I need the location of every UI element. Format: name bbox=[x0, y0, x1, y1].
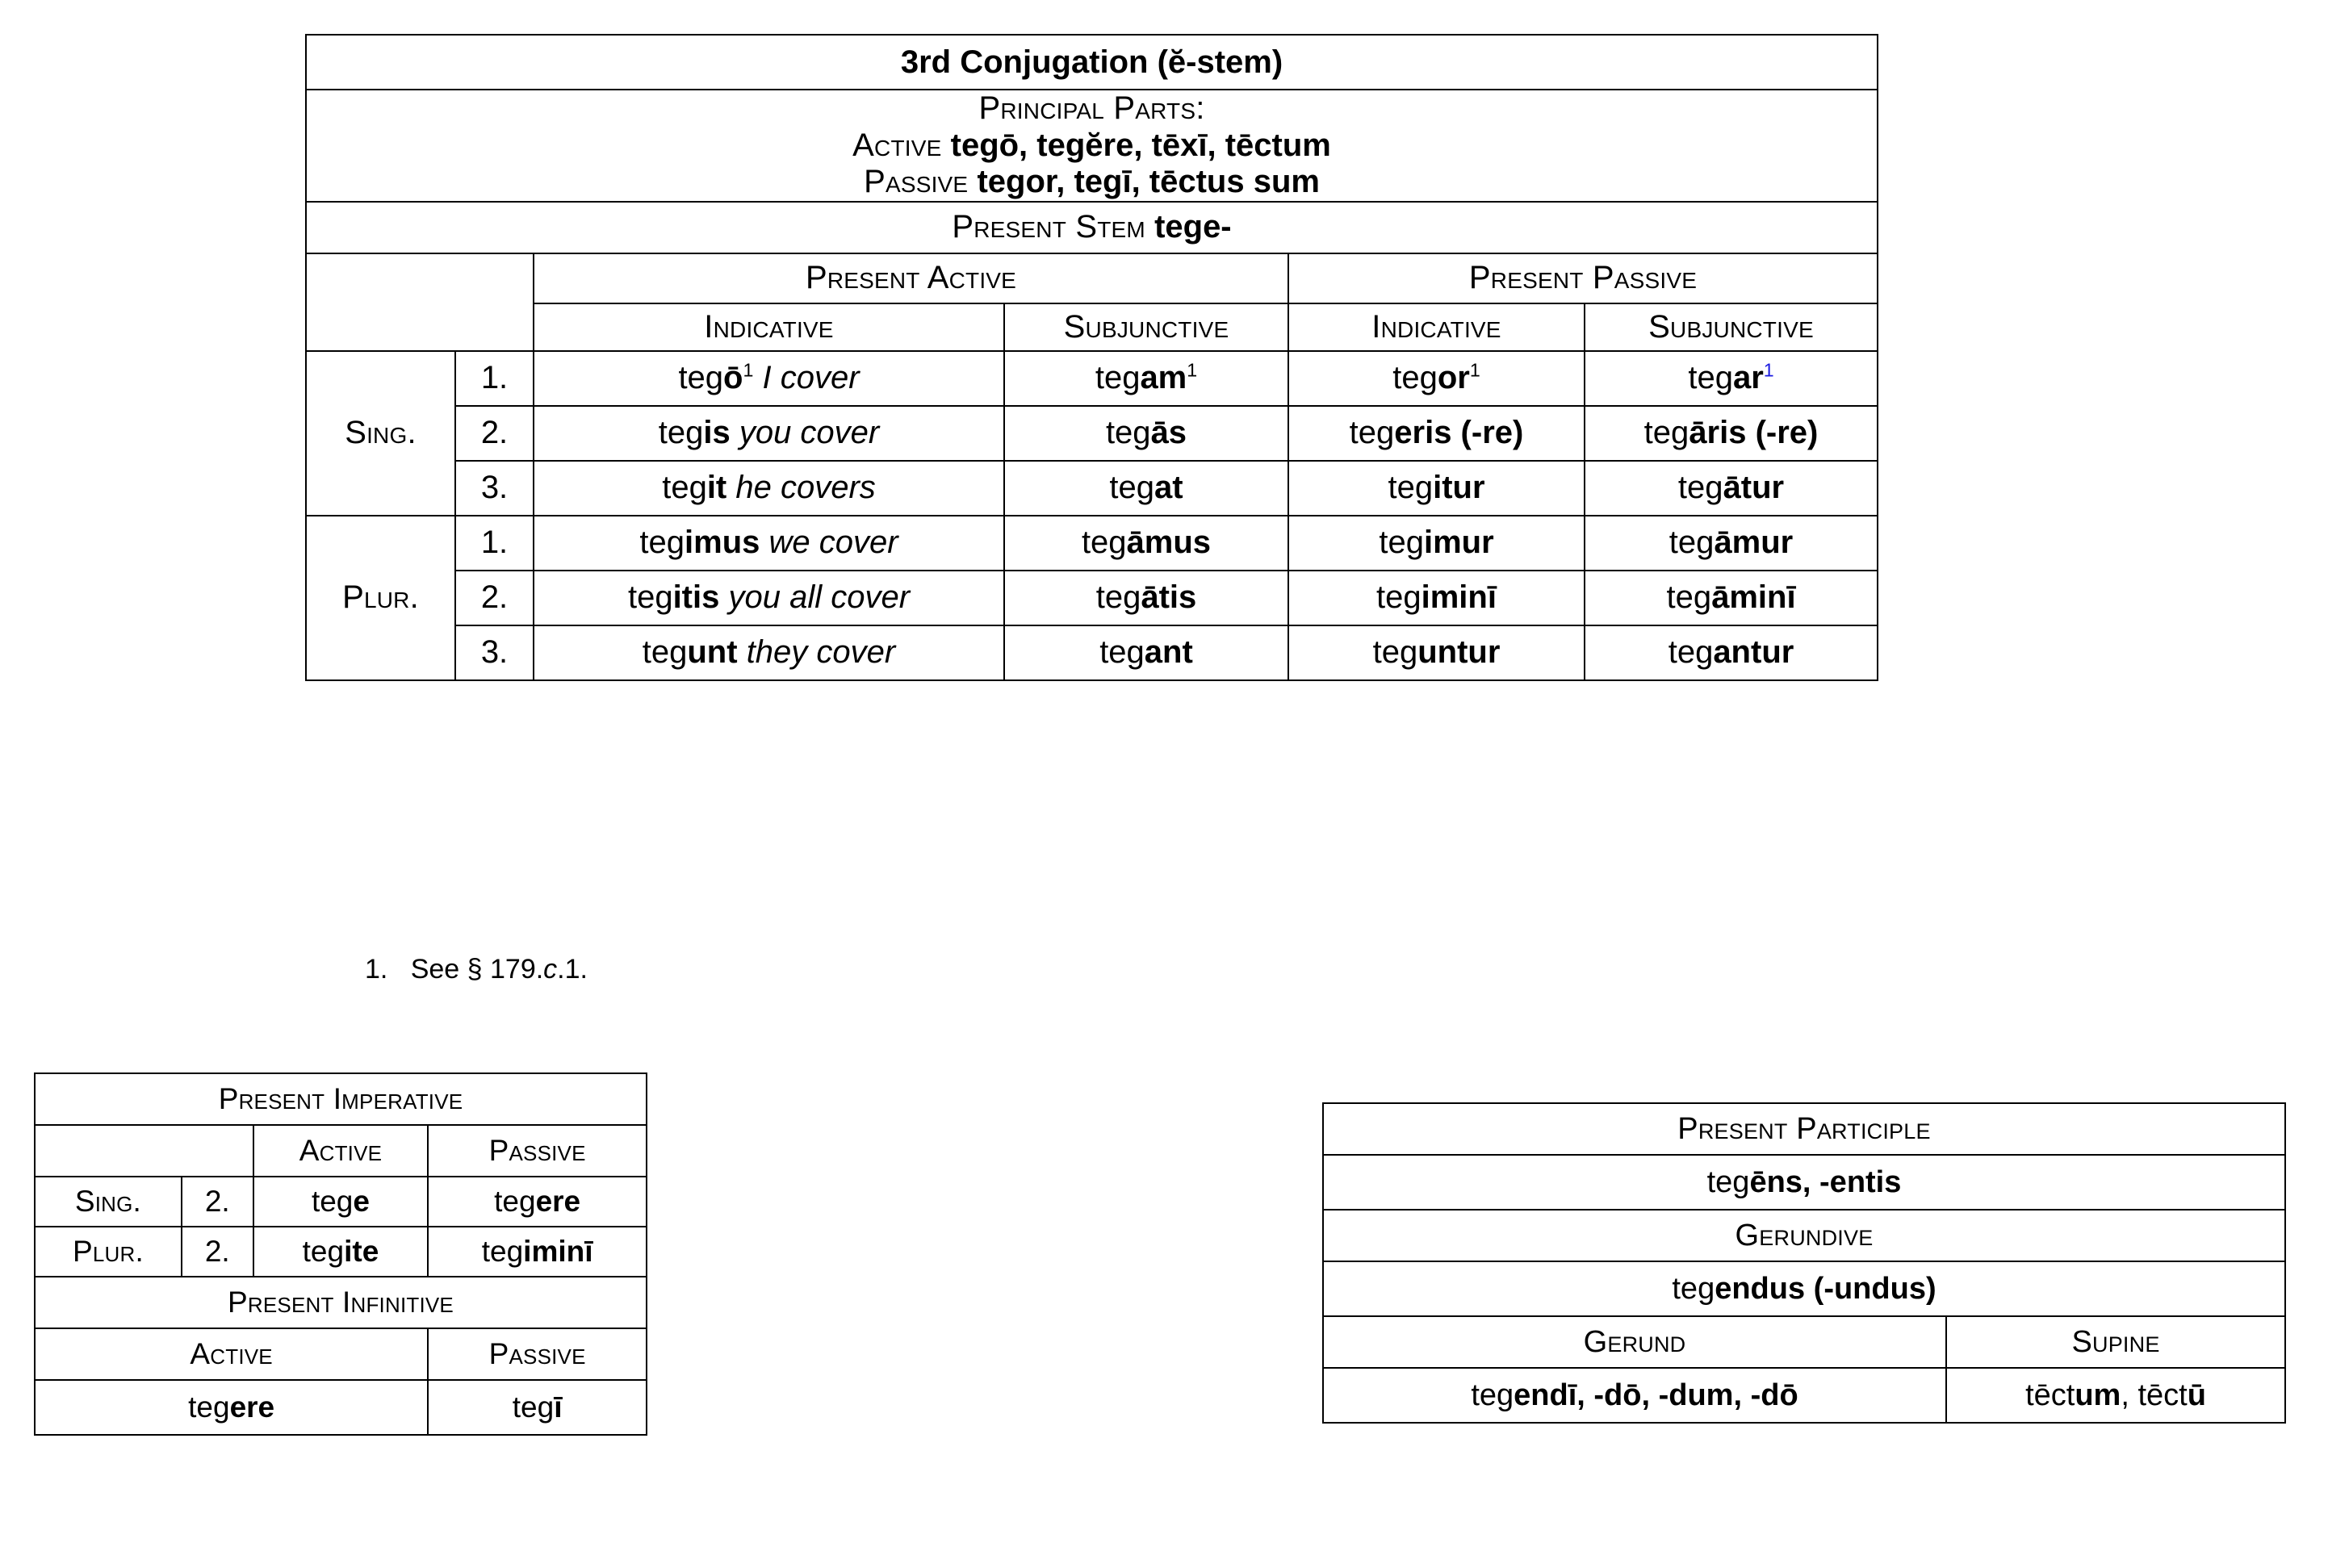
cell-passive-subjunctive: tegāris (-re) bbox=[1583, 404, 1879, 462]
cell-active-indicative: tegunt they cover bbox=[533, 624, 1005, 681]
participle-title: Present Participle bbox=[1322, 1102, 2286, 1156]
cell-infinitive-active: tegere bbox=[33, 1379, 429, 1436]
principal-parts-active: Active tegō, tegĕre, tēxī, tēctum bbox=[307, 128, 1877, 165]
mood-header-active-subjunctive: Subjunctive bbox=[1003, 302, 1289, 352]
person-label: 2. bbox=[454, 404, 534, 462]
voice-header-active: Present Active bbox=[533, 252, 1289, 304]
passive-label: Passive bbox=[864, 164, 969, 200]
table-row: 2. tegitis you all cover tegātis tegimin… bbox=[306, 569, 1879, 626]
present-stem-label: Present Stem bbox=[952, 209, 1145, 245]
table-row: 3. tegit he covers tegat tegitur tegātur bbox=[306, 459, 1879, 516]
cell-active-indicative: tegimus we cover bbox=[533, 514, 1005, 571]
cell-active-indicative: tegō1 I cover bbox=[533, 349, 1005, 407]
imperative-header-active: Active bbox=[252, 1124, 429, 1177]
cell-active-indicative: tegit he covers bbox=[533, 459, 1005, 516]
participle-gerund-table: Present Participle tegēns, -entis Gerund… bbox=[1322, 1102, 2286, 1424]
imperative-infinitive-table: Present Imperative Active Passive Sing. … bbox=[33, 1073, 647, 1436]
cell-active-subjunctive: tegāmus bbox=[1003, 514, 1289, 571]
cell-imperative-passive: tegiminī bbox=[427, 1226, 647, 1277]
cell-gerundive: tegendus (-undus) bbox=[1322, 1261, 2286, 1317]
infinitive-header-active: Active bbox=[33, 1328, 429, 1381]
cell-passive-subjunctive: tegāmur bbox=[1583, 514, 1879, 571]
passive-forms: tegor, tegī, tēctus sum bbox=[977, 164, 1320, 200]
footnote-italic-part: c bbox=[543, 954, 558, 985]
present-stem-row: Present Stem tege- bbox=[304, 200, 1879, 254]
mood-header-passive-subjunctive: Subjunctive bbox=[1583, 302, 1879, 352]
cell-active-indicative: tegitis you all cover bbox=[533, 569, 1005, 626]
imperative-title: Present Imperative bbox=[34, 1073, 647, 1126]
cell-active-subjunctive: tegās bbox=[1003, 404, 1289, 462]
cell-passive-indicative: teguntur bbox=[1288, 624, 1585, 681]
cell-active-subjunctive: tegat bbox=[1003, 459, 1289, 516]
footnote: 1. See § 179.c.1. bbox=[365, 954, 588, 985]
main-conjugation-table: 3rd Conjugation (ĕ-stem) Principal Parts… bbox=[304, 34, 1879, 681]
cell-gerund: tegendī, -dō, -dum, -dō bbox=[1322, 1367, 1947, 1424]
cell-passive-subjunctive: tegāminī bbox=[1583, 569, 1879, 626]
imperative-number-plural: Plur. bbox=[34, 1226, 182, 1277]
number-label-plural: Plur. bbox=[305, 514, 456, 681]
table-title: 3rd Conjugation (ĕ-stem) bbox=[304, 34, 1879, 90]
cell-active-subjunctive: tegātis bbox=[1003, 569, 1289, 626]
voice-header-passive: Present Passive bbox=[1287, 252, 1879, 304]
cell-present-participle: tegēns, -entis bbox=[1322, 1154, 2286, 1210]
cell-active-subjunctive: tegant bbox=[1003, 624, 1289, 681]
person-label: 1. bbox=[454, 349, 534, 407]
cell-passive-indicative: tegor1 bbox=[1288, 349, 1585, 407]
cell-active-subjunctive: tegam1 bbox=[1003, 349, 1289, 407]
table-row: Sing. 2. tege tegere bbox=[34, 1176, 647, 1227]
cell-passive-indicative: tegiminī bbox=[1288, 569, 1585, 626]
table-row: 3. tegunt they cover tegant teguntur teg… bbox=[306, 624, 1879, 681]
gerund-title: Gerund bbox=[1322, 1315, 1947, 1369]
present-stem-value: tege- bbox=[1154, 209, 1232, 245]
cell-passive-indicative: tegitur bbox=[1288, 459, 1585, 516]
principal-parts-block: Principal Parts: Active tegō, tegĕre, tē… bbox=[304, 89, 1879, 203]
cell-passive-subjunctive: tegātur bbox=[1583, 459, 1879, 516]
principal-parts-passive: Passive tegor, tegī, tēctus sum bbox=[307, 164, 1877, 201]
table-row: 2. tegis you cover tegās tegeris (-re) t… bbox=[306, 404, 1879, 462]
person-label: 2. bbox=[454, 569, 534, 626]
table-row: Plur. 1. tegimus we cover tegāmus tegimu… bbox=[305, 514, 1879, 681]
infinitive-header-passive: Passive bbox=[427, 1328, 647, 1381]
person-label: 3. bbox=[454, 624, 534, 681]
cell-imperative-active: tege bbox=[252, 1176, 429, 1227]
cell-passive-subjunctive: tegantur bbox=[1583, 624, 1879, 681]
infinitive-title: Present Infinitive bbox=[34, 1276, 647, 1329]
supine-title: Supine bbox=[1945, 1315, 2286, 1369]
cell-passive-subjunctive: tegar1 bbox=[1583, 349, 1879, 407]
imperative-corner-spacer bbox=[34, 1124, 254, 1177]
cell-imperative-passive: tegere bbox=[427, 1176, 647, 1227]
footnote-marker: 1. bbox=[365, 954, 388, 985]
cell-passive-indicative: tegimur bbox=[1288, 514, 1585, 571]
cell-supine: tēctum, tēctū bbox=[1945, 1367, 2286, 1424]
cell-infinitive-passive: tegī bbox=[427, 1379, 647, 1436]
principal-parts-label: Principal Parts: bbox=[978, 90, 1205, 126]
imperative-person: 2. bbox=[180, 1226, 254, 1277]
mood-header-passive-indicative: Indicative bbox=[1288, 302, 1585, 352]
cell-imperative-active: tegite bbox=[252, 1226, 429, 1277]
active-label: Active bbox=[852, 127, 942, 163]
mood-header-active-indicative: Indicative bbox=[533, 302, 1005, 352]
imperative-header-passive: Passive bbox=[427, 1124, 647, 1177]
table-row: Plur. 2. tegite tegiminī bbox=[34, 1226, 647, 1277]
table-row: Sing. 1. tegō1 I cover tegam1 tegor1 teg… bbox=[305, 349, 1879, 516]
active-forms: tegō, tegĕre, tēxī, tēctum bbox=[950, 127, 1331, 163]
person-label: 3. bbox=[454, 459, 534, 516]
person-label: 1. bbox=[454, 514, 534, 571]
imperative-person: 2. bbox=[180, 1176, 254, 1227]
cell-active-indicative: tegis you cover bbox=[533, 404, 1005, 462]
imperative-number-singular: Sing. bbox=[34, 1176, 182, 1227]
gerundive-title: Gerundive bbox=[1322, 1209, 2286, 1262]
corner-spacer bbox=[305, 252, 534, 352]
number-label-singular: Sing. bbox=[305, 349, 456, 516]
cell-passive-indicative: tegeris (-re) bbox=[1288, 404, 1585, 462]
